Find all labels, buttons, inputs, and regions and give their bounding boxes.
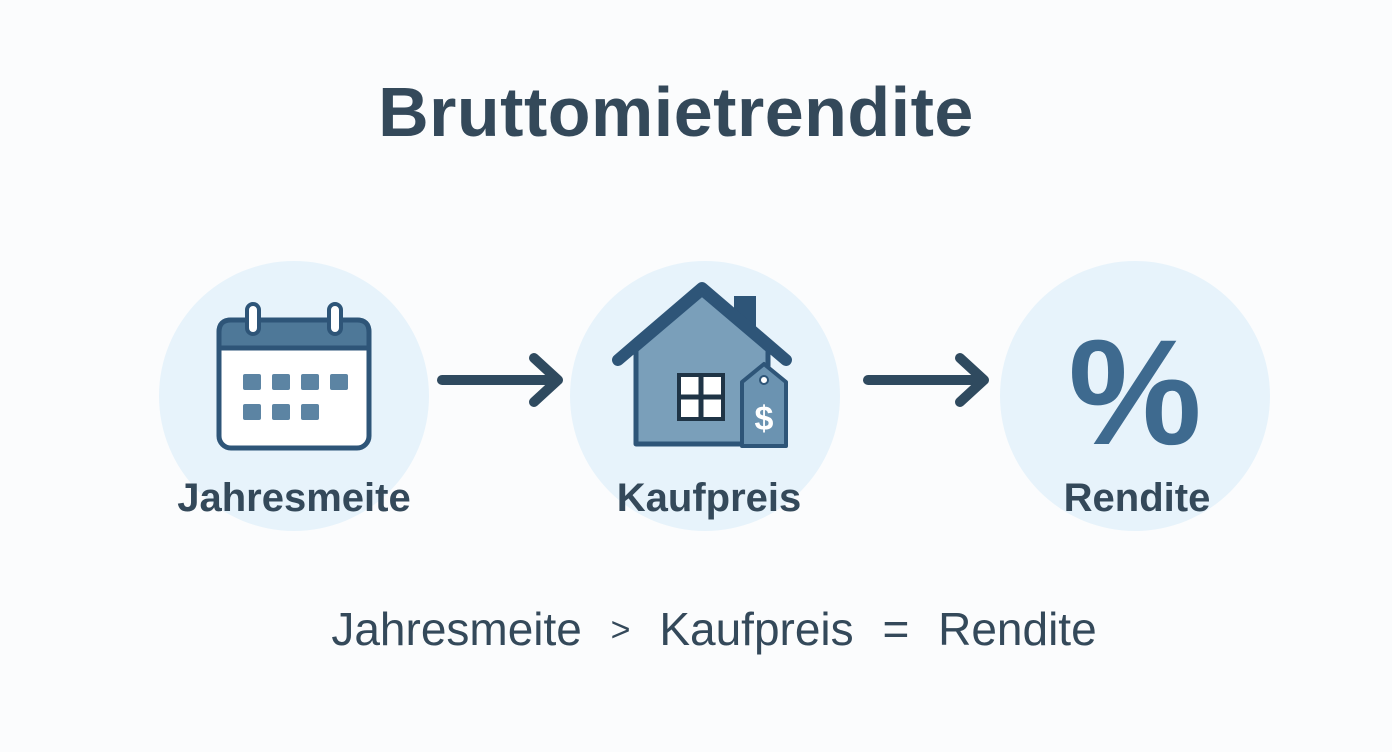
node-label-yield: Rendite xyxy=(1063,476,1211,520)
formula-line: Jahresmeite > Kaufpreis = Rendite xyxy=(0,602,1392,656)
price-tag-glyph: $ xyxy=(755,400,774,438)
formula-result-yield: Rendite xyxy=(938,603,1097,655)
node-circle-yield xyxy=(1000,261,1270,531)
page-title: Bruttomietrendite xyxy=(378,73,974,151)
house-price-tag-icon: $ xyxy=(612,282,792,448)
formula-operator-greater: > xyxy=(610,611,631,649)
formula-operator-equals: = xyxy=(882,603,910,655)
node-label-purchase-price: Kaufpreis xyxy=(616,476,802,520)
formula-term-purchase-price: Kaufpreis xyxy=(659,603,854,655)
calendar-icon xyxy=(216,302,372,451)
percent-glyph: % xyxy=(1068,316,1201,456)
arrow-right-icon xyxy=(863,353,989,407)
arrow-right-icon xyxy=(437,353,563,407)
formula-term-annual-rent: Jahresmeite xyxy=(331,603,582,655)
percent-icon: % xyxy=(1068,316,1201,456)
node-label-annual-rent: Jahresmeite xyxy=(177,476,411,520)
